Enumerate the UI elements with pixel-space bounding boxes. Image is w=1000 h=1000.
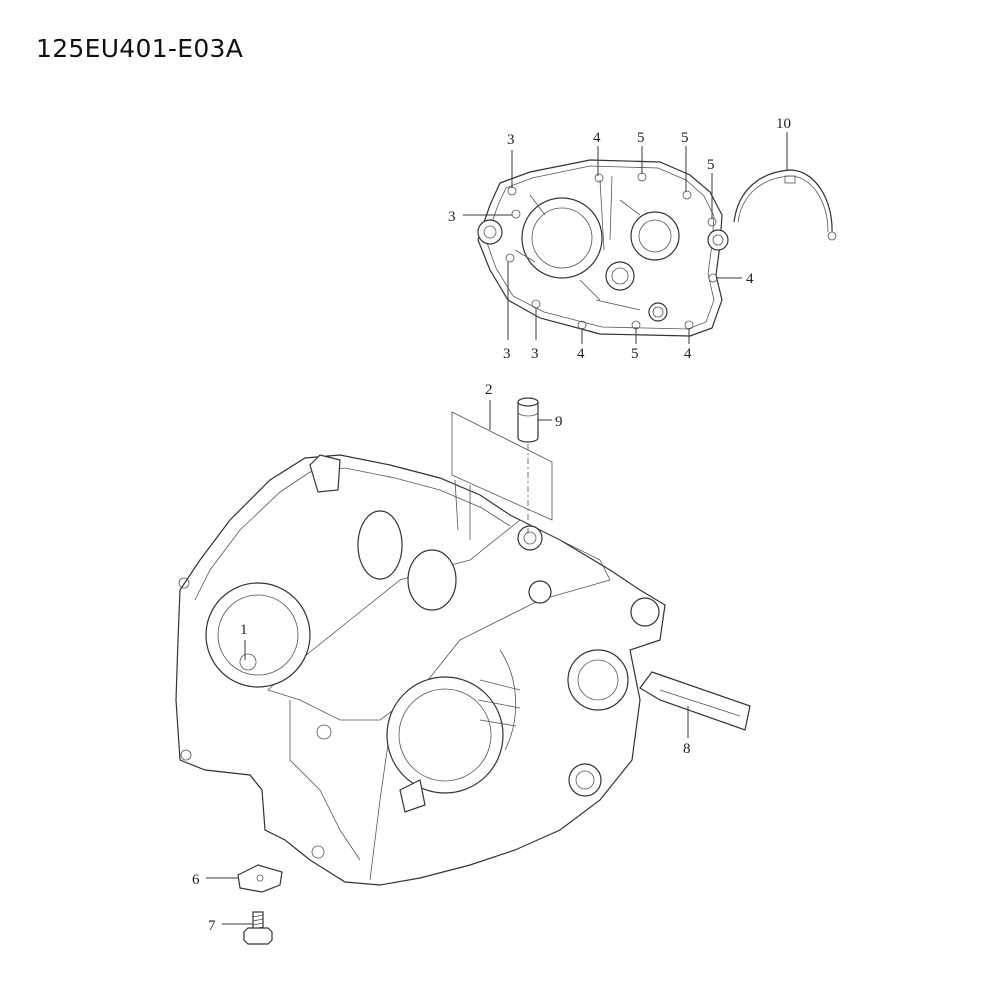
clip-part-6	[237, 864, 283, 893]
diagram-title: 125EU401-E03A	[36, 34, 244, 63]
callout-7: 7	[208, 918, 216, 934]
crankcase-assembly	[175, 454, 666, 886]
callout-1: 1	[240, 622, 248, 638]
callout-labels: 3 3 3 3 4 4 4 4 5 5 5 5 10 2 9 1 8 6 7	[192, 116, 791, 934]
hose-part-10	[733, 169, 837, 241]
callout-5-top-c: 5	[707, 157, 715, 173]
callout-4-bottom-right: 4	[684, 346, 692, 362]
reference-plane-part-2	[451, 411, 553, 535]
callout-3-top: 3	[507, 132, 515, 148]
callout-5-bottom: 5	[631, 346, 639, 362]
callout-2: 2	[485, 382, 493, 398]
bolt-part-7	[243, 911, 273, 945]
callout-4-right: 4	[746, 271, 754, 287]
callout-10: 10	[776, 116, 791, 132]
callout-6: 6	[192, 872, 200, 888]
callout-3-left: 3	[448, 209, 456, 225]
dowel-pipe-part-9	[517, 397, 539, 443]
leader-lines	[206, 132, 788, 925]
crankcase-half-outline	[477, 159, 729, 337]
callout-9: 9	[555, 414, 563, 430]
callout-5-top-b: 5	[681, 130, 689, 146]
callout-4-bottom-left: 4	[577, 346, 585, 362]
callout-3-bottom-left: 3	[503, 346, 511, 362]
callout-5-top-a: 5	[637, 130, 645, 146]
callout-8: 8	[683, 741, 691, 757]
lever-part-8	[639, 671, 751, 731]
callout-4-top: 4	[593, 130, 601, 146]
callout-3-bottom: 3	[531, 346, 539, 362]
bolt-holes	[505, 172, 718, 330]
